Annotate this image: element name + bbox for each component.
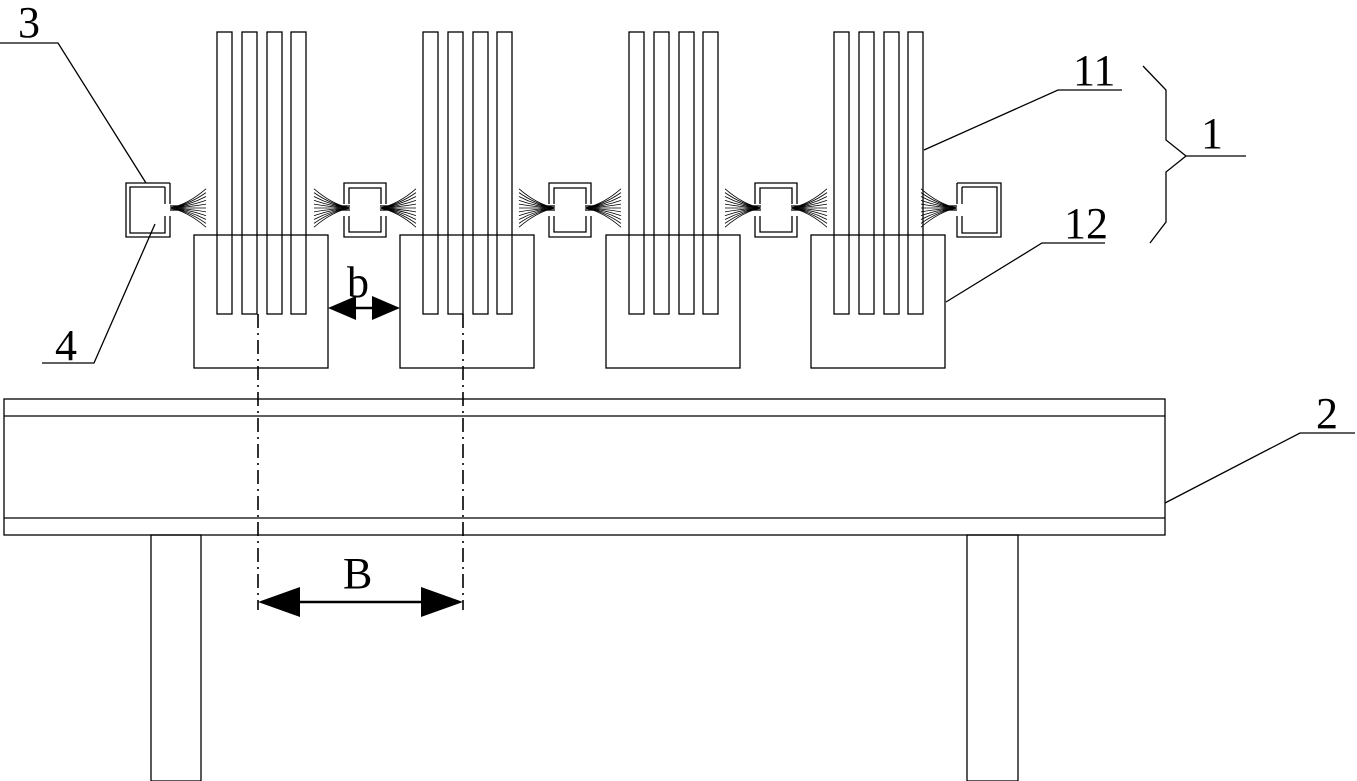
plate-holder — [193, 234, 329, 369]
spray-fan — [379, 188, 417, 228]
spray-bracket — [548, 182, 592, 238]
spray-unit-1 — [125, 182, 207, 238]
pitch-dimension-arrow — [258, 587, 463, 617]
plate — [628, 31, 645, 315]
plate-holder — [605, 234, 741, 369]
table-leg-right — [966, 534, 1019, 781]
plate — [447, 31, 464, 315]
spray-units — [125, 182, 1002, 238]
plate — [472, 31, 489, 315]
leader-4 — [42, 223, 156, 364]
spray-bracket — [956, 182, 1002, 238]
plate — [422, 31, 439, 315]
plate — [833, 31, 850, 315]
plate — [216, 31, 233, 315]
spray-fan — [724, 188, 762, 228]
label-11: 11 — [1073, 46, 1115, 95]
spray-bracket — [343, 182, 387, 238]
plate — [496, 31, 513, 315]
spray-unit-3 — [518, 182, 622, 238]
spray-bracket — [754, 182, 798, 238]
plate — [702, 31, 719, 315]
spray-fan — [584, 188, 622, 228]
label-2: 2 — [1316, 389, 1338, 438]
plate — [266, 31, 283, 315]
spray-bracket — [125, 182, 171, 238]
plate-group-2 — [399, 31, 535, 369]
label-3: 3 — [18, 0, 40, 47]
conveyor-body — [3, 398, 1166, 536]
plate-group-4 — [810, 31, 946, 369]
spray-fan — [920, 188, 958, 228]
gap-dimension-arrow — [328, 296, 400, 320]
plate — [883, 31, 900, 315]
spray-fan — [518, 188, 556, 228]
plate-holder — [399, 234, 535, 369]
spray-fan — [169, 188, 207, 228]
plate-group-3 — [605, 31, 741, 369]
plate-groups — [193, 31, 946, 369]
label-gap-b: b — [347, 258, 369, 307]
spray-fan — [313, 188, 351, 228]
plate — [678, 31, 695, 315]
label-pitch-B: B — [343, 549, 372, 598]
spray-unit-5 — [920, 182, 1002, 238]
plate — [907, 31, 924, 315]
plate — [858, 31, 875, 315]
spray-unit-2 — [313, 182, 417, 238]
table-leg-left — [150, 534, 202, 781]
spray-unit-4 — [724, 182, 828, 238]
label-4: 4 — [55, 321, 77, 370]
plate — [653, 31, 670, 315]
label-1: 1 — [1201, 109, 1223, 158]
conveyor-table — [3, 398, 1166, 781]
spray-fan — [790, 188, 828, 228]
plate — [241, 31, 258, 315]
plate-group-1 — [193, 31, 329, 369]
leader-11 — [923, 89, 1122, 151]
leader-12 — [945, 242, 1105, 303]
plate — [290, 31, 307, 315]
plate-holder — [810, 234, 946, 369]
group-brace — [1142, 65, 1246, 244]
label-12: 12 — [1064, 199, 1108, 248]
leader-2 — [1164, 432, 1355, 504]
leader-3 — [0, 42, 147, 184]
